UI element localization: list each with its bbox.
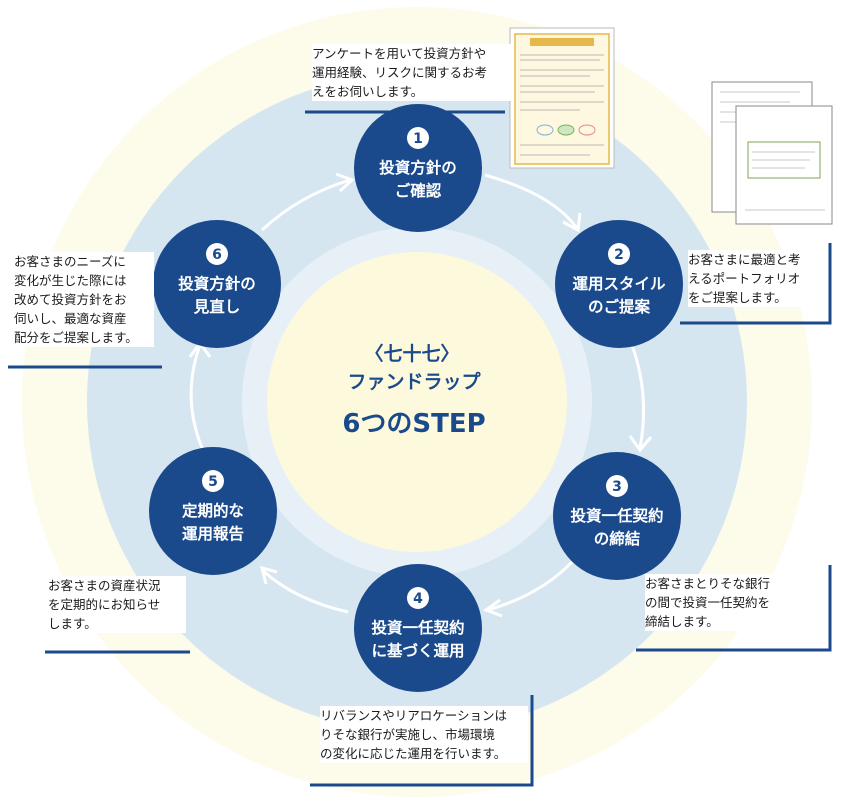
center-steps-label: 6つのSTEP — [342, 409, 485, 439]
center-disc — [267, 252, 567, 552]
step-2-number-badge — [608, 243, 630, 265]
callout-border-4 — [310, 695, 534, 787]
step-6-title-line-1: 投資方針の — [178, 274, 256, 293]
center-subtitle: ファンドラップ — [347, 370, 481, 393]
cycle-arrows — [188, 172, 653, 618]
step-6-number: 6 — [212, 247, 222, 263]
step-1-description: アンケートを用いて投資方針や 運用経験、リスクに関するお考 えをお伺いします。 — [312, 44, 512, 101]
step-1-title-line-1: 投資方針の — [379, 158, 457, 177]
step-2-title-line-2: のご提案 — [588, 297, 651, 316]
arrow-5-to-6 — [189, 344, 207, 456]
step-5-number: 5 — [208, 474, 218, 490]
step-3-title-line-1: 投資一任契約 — [570, 506, 663, 525]
step-1-number-badge — [407, 127, 429, 149]
arrow-3-to-4-head — [482, 598, 503, 618]
step-5-number-badge — [202, 470, 224, 492]
arrow-4-to-5 — [260, 568, 349, 614]
arrow-4-to-5-head — [259, 565, 278, 585]
step-5-title-line-2: 運用報告 — [182, 524, 244, 543]
step-2-number: 2 — [614, 247, 624, 263]
arrow-6-to-1-head — [335, 172, 355, 193]
arrow-6-to-1 — [260, 178, 351, 232]
step-circles: 1投資方針のご確認2運用スタイルのご提案3投資一任契約の締結4投資一任契約に基づ… — [149, 104, 683, 692]
step-3-number: 3 — [612, 479, 622, 495]
arrow-1-to-2 — [484, 173, 580, 231]
proposal-documents — [711, 81, 833, 225]
step-6-title-line-2: 見直し — [193, 297, 241, 316]
center-title: 〈七十七〉 — [364, 342, 459, 365]
step-3-circle — [553, 452, 681, 580]
arrow-2-to-3-head — [628, 435, 653, 453]
step-4-title-line-2: に基づく運用 — [371, 641, 464, 660]
arrow-2-to-3 — [630, 344, 646, 449]
step-1-number: 1 — [413, 131, 423, 147]
step-4-description: リバランスやリアロケーションは りそな銀行が実施し、市場環境 の変化に応じた運用… — [320, 706, 528, 763]
step-6-number-badge — [206, 243, 228, 265]
callout-border-2 — [680, 243, 832, 325]
step-5-title-line-1: 定期的な — [182, 501, 244, 520]
arrow-1-to-2-head — [562, 212, 582, 233]
arrow-3-to-4 — [487, 560, 574, 612]
step-2-description: お客さまに最適と考 えるポートフォリオ をご提案します。 — [688, 250, 823, 307]
step-4-title-line-1: 投資一任契約 — [371, 618, 464, 637]
step-4-number-badge — [407, 587, 429, 609]
questionnaire-document — [509, 27, 615, 169]
step-3-number-badge — [606, 475, 628, 497]
step-4-number: 4 — [413, 591, 423, 607]
step-3-title-line-2: の締結 — [594, 529, 641, 548]
step-2-title-line-1: 運用スタイル — [572, 275, 666, 293]
step-4-circle — [354, 564, 482, 692]
step-2-circle — [555, 220, 683, 348]
step-1-title-line-2: ご確認 — [395, 181, 442, 200]
step-5-description: お客さまの資産状況 を定期的にお知らせ します。 — [48, 576, 186, 633]
step-1-circle — [354, 104, 482, 232]
step-6-circle — [153, 220, 281, 348]
callout-border-3 — [636, 565, 832, 652]
step-6-description: お客さまのニーズに 変化が生じた際には 改めて投資方針をお 伺いし、最適な資産 … — [14, 252, 154, 347]
step-3-description: お客さまとりそな銀行 の間で投資一任契約を 締結します。 — [645, 574, 820, 631]
step-5-circle — [149, 447, 277, 575]
